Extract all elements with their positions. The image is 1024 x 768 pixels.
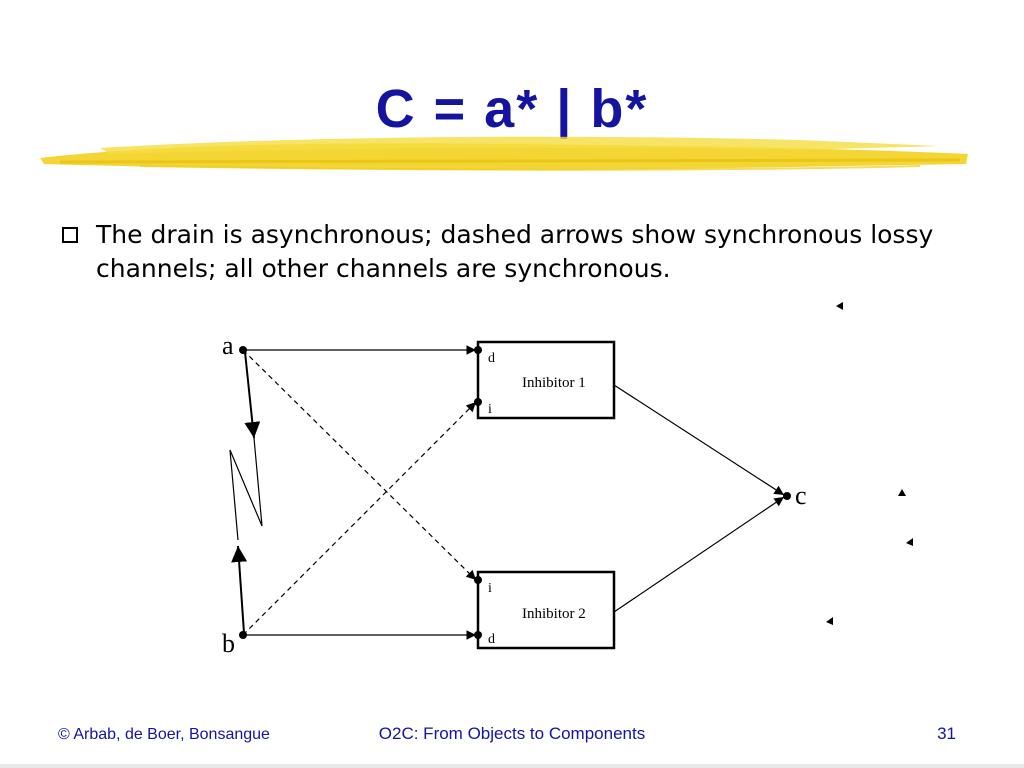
inhibitor-1-box [476,340,616,420]
inhibitor-2-port-i: i [488,581,492,596]
title-highlight-stroke [40,136,968,171]
lossy-channel-b-to-inhibitor1-i [242,401,477,636]
inhibitor-1-port-i-dot [474,398,482,406]
footer-copyright: © Arbab, de Boer, Bonsangue [58,726,270,743]
footer-course-title: O2C: From Objects to Components [378,724,646,743]
inhibitor-2-box [476,570,616,650]
node-a-label: a [222,331,234,360]
stray-arrowhead-mark [898,489,906,496]
node-c-label: c [795,481,807,510]
node-b-dot [239,631,247,639]
lossy-channel-a-to-inhibitor2-i [242,349,477,581]
inhibitor-2-port-d-dot [474,631,482,639]
bullet-item: The drain is asynchronous; dashed arrows… [62,218,962,286]
checkbox-bullet-icon [62,227,78,243]
bottom-divider [0,764,1024,768]
inhibitor-1-port-d-dot [474,346,482,354]
slide-title: C = a* | b* [375,79,649,139]
channel-inhibitor1-to-c [613,384,785,496]
channel-inhibitor2-to-c [613,496,785,613]
inhibitor-2-port-d: d [488,632,495,647]
footer-page-number: 31 [937,724,956,743]
inhibitor-2-label: Inhibitor 2 [522,606,586,622]
drain-zigzag [229,437,263,541]
node-a-dot [239,346,247,354]
drain-arrow-from-b [231,545,248,634]
inhibitor-1-port-d: d [488,351,495,366]
bullet-text: The drain is asynchronous; dashed arrows… [96,220,934,283]
stray-arrowhead-mark [836,302,843,310]
inhibitor-2-port-i-dot [474,576,482,584]
stray-arrowhead-mark [826,617,833,625]
inhibitor-1-port-i: i [488,402,492,417]
stray-arrowhead-mark [906,538,913,546]
node-b-label: b [222,629,235,658]
connector-diagram: Inhibitor 1 d i Inhibitor 2 i d a b c [222,302,913,658]
drain-arrow-from-a [244,351,261,439]
inhibitor-1-label: Inhibitor 1 [522,375,586,391]
node-c-dot [783,492,791,500]
